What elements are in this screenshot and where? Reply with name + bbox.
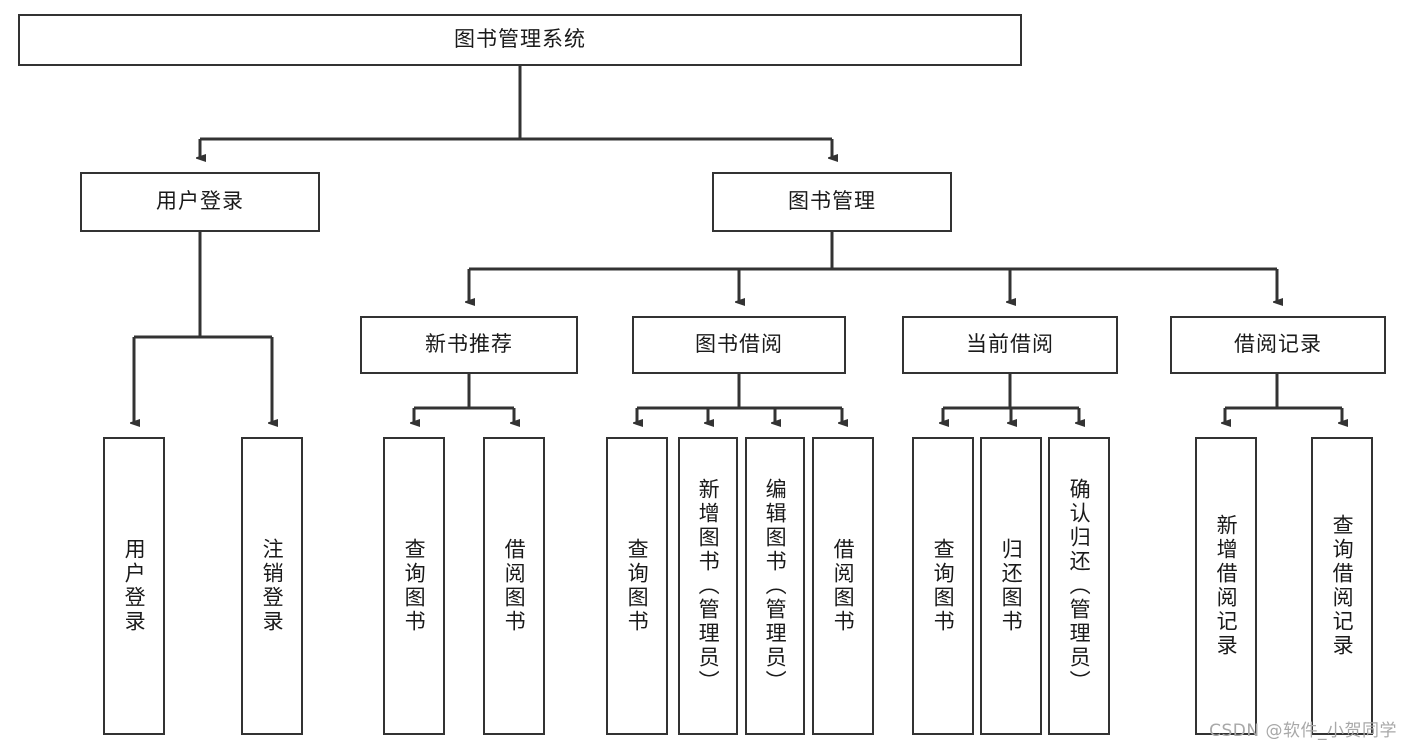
node-book-borrow[interactable]: 图书借阅 — [632, 316, 846, 374]
leaf-user-login-label: 用户登录 — [122, 538, 147, 634]
leaf-query-book-borrow-label: 查询图书 — [625, 538, 650, 634]
leaf-query-book-current[interactable]: 查询图书 — [912, 437, 974, 735]
node-current-borrow[interactable]: 当前借阅 — [902, 316, 1118, 374]
leaf-add-borrow-record-label: 新增借阅记录 — [1214, 514, 1239, 658]
leaf-logout-label: 注销登录 — [260, 538, 285, 634]
leaf-query-book-recommend-label: 查询图书 — [402, 538, 427, 634]
leaf-query-book-borrow[interactable]: 查询图书 — [606, 437, 668, 735]
node-user-login-label: 用户登录 — [156, 189, 244, 214]
leaf-return-book[interactable]: 归还图书 — [980, 437, 1042, 735]
node-new-book-recommend-label: 新书推荐 — [425, 332, 513, 357]
leaf-user-login[interactable]: 用户登录 — [103, 437, 165, 735]
leaf-edit-book-admin[interactable]: 编辑图书（管理员） — [745, 437, 805, 735]
leaf-edit-book-admin-label: 编辑图书（管理员） — [763, 478, 788, 694]
watermark-text: CSDN @软件_小贺同学 — [1209, 721, 1397, 741]
leaf-add-borrow-record[interactable]: 新增借阅记录 — [1195, 437, 1257, 735]
node-borrow-record[interactable]: 借阅记录 — [1170, 316, 1386, 374]
leaf-return-book-label: 归还图书 — [999, 538, 1024, 634]
leaf-confirm-return-admin-label: 确认归还（管理员） — [1067, 478, 1092, 694]
leaf-borrow-book-borrow[interactable]: 借阅图书 — [812, 437, 874, 735]
leaf-query-book-current-label: 查询图书 — [931, 538, 956, 634]
leaf-borrow-book-recommend[interactable]: 借阅图书 — [483, 437, 545, 735]
node-book-borrow-label: 图书借阅 — [695, 332, 783, 357]
leaf-add-book-admin[interactable]: 新增图书（管理员） — [678, 437, 738, 735]
leaf-query-borrow-record[interactable]: 查询借阅记录 — [1311, 437, 1373, 735]
leaf-query-book-recommend[interactable]: 查询图书 — [383, 437, 445, 735]
node-borrow-record-label: 借阅记录 — [1234, 332, 1322, 357]
node-current-borrow-label: 当前借阅 — [966, 332, 1054, 357]
node-user-login[interactable]: 用户登录 — [80, 172, 320, 232]
leaf-borrow-book-borrow-label: 借阅图书 — [831, 538, 856, 634]
node-root[interactable]: 图书管理系统 — [18, 14, 1022, 66]
leaf-confirm-return-admin[interactable]: 确认归还（管理员） — [1048, 437, 1110, 735]
leaf-add-book-admin-label: 新增图书（管理员） — [696, 478, 721, 694]
node-book-manage-label: 图书管理 — [788, 189, 876, 214]
leaf-logout[interactable]: 注销登录 — [241, 437, 303, 735]
node-book-manage[interactable]: 图书管理 — [712, 172, 952, 232]
node-new-book-recommend[interactable]: 新书推荐 — [360, 316, 578, 374]
leaf-borrow-book-recommend-label: 借阅图书 — [502, 538, 527, 634]
leaf-query-borrow-record-label: 查询借阅记录 — [1330, 514, 1355, 658]
node-root-label: 图书管理系统 — [454, 27, 586, 52]
